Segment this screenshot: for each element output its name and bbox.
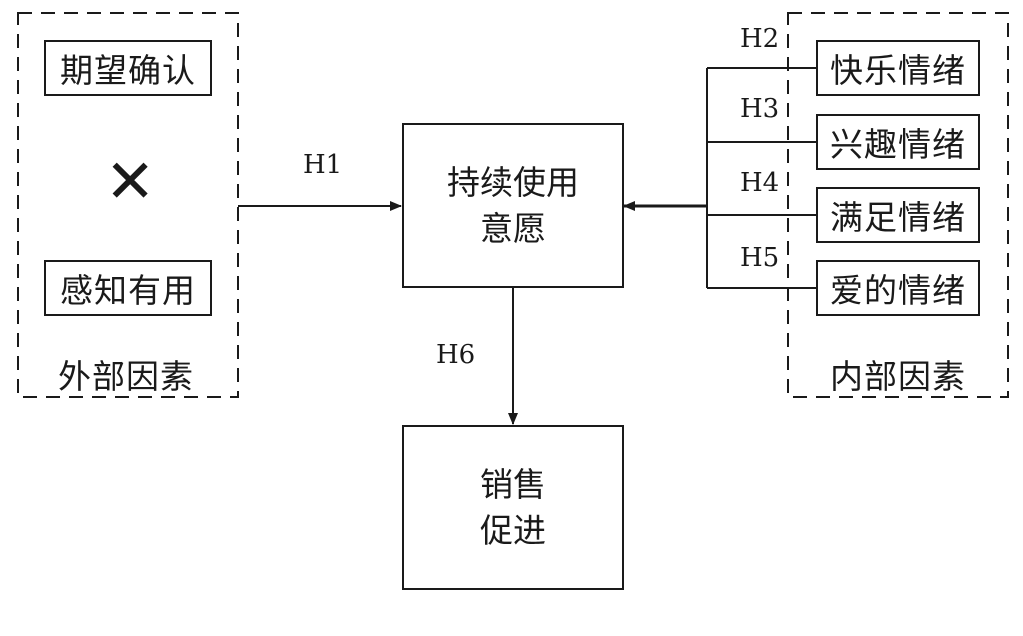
emotion-label-love: 爱的情绪 — [830, 271, 966, 310]
sales-promotion-line1: 销售 — [480, 464, 546, 504]
perceived-usefulness-label: 感知有用 — [60, 271, 196, 310]
internal-factors-group — [787, 12, 1009, 398]
perceived-usefulness-box: 感知有用 — [44, 260, 212, 316]
continuance-intention-line2: 意愿 — [480, 208, 546, 248]
emotion-box-happiness: 快乐情绪 — [816, 40, 980, 96]
external-factors-title: 外部因素 — [58, 357, 194, 396]
hypothesis-label-h2: H2 — [740, 24, 780, 54]
internal-factors-title: 内部因素 — [830, 357, 966, 396]
continuance-intention-box: 持续使用 意愿 — [402, 123, 624, 288]
emotion-box-interest: 兴趣情绪 — [816, 114, 980, 170]
sales-promotion-box: 销售 促进 — [402, 425, 624, 590]
expectation-confirmation-box: 期望确认 — [44, 40, 212, 96]
multiply-icon: ✕ — [105, 147, 156, 217]
hypothesis-label-h3: H3 — [740, 94, 780, 124]
continuance-intention-line1: 持续使用 — [447, 162, 579, 202]
hypothesis-label-h4: H4 — [740, 168, 780, 198]
external-factors-group — [17, 12, 239, 398]
hypothesis-label-h6: H6 — [436, 340, 476, 370]
hypothesis-label-h5: H5 — [740, 243, 780, 273]
emotion-box-love: 爱的情绪 — [816, 260, 980, 316]
emotion-label-interest: 兴趣情绪 — [830, 125, 966, 164]
emotion-label-happiness: 快乐情绪 — [830, 51, 966, 90]
emotion-label-satisfaction: 满足情绪 — [830, 198, 966, 237]
expectation-confirmation-label: 期望确认 — [60, 51, 196, 90]
hypothesis-label-h1: H1 — [303, 150, 343, 180]
sales-promotion-line2: 促进 — [480, 510, 546, 550]
emotion-box-satisfaction: 满足情绪 — [816, 187, 980, 243]
